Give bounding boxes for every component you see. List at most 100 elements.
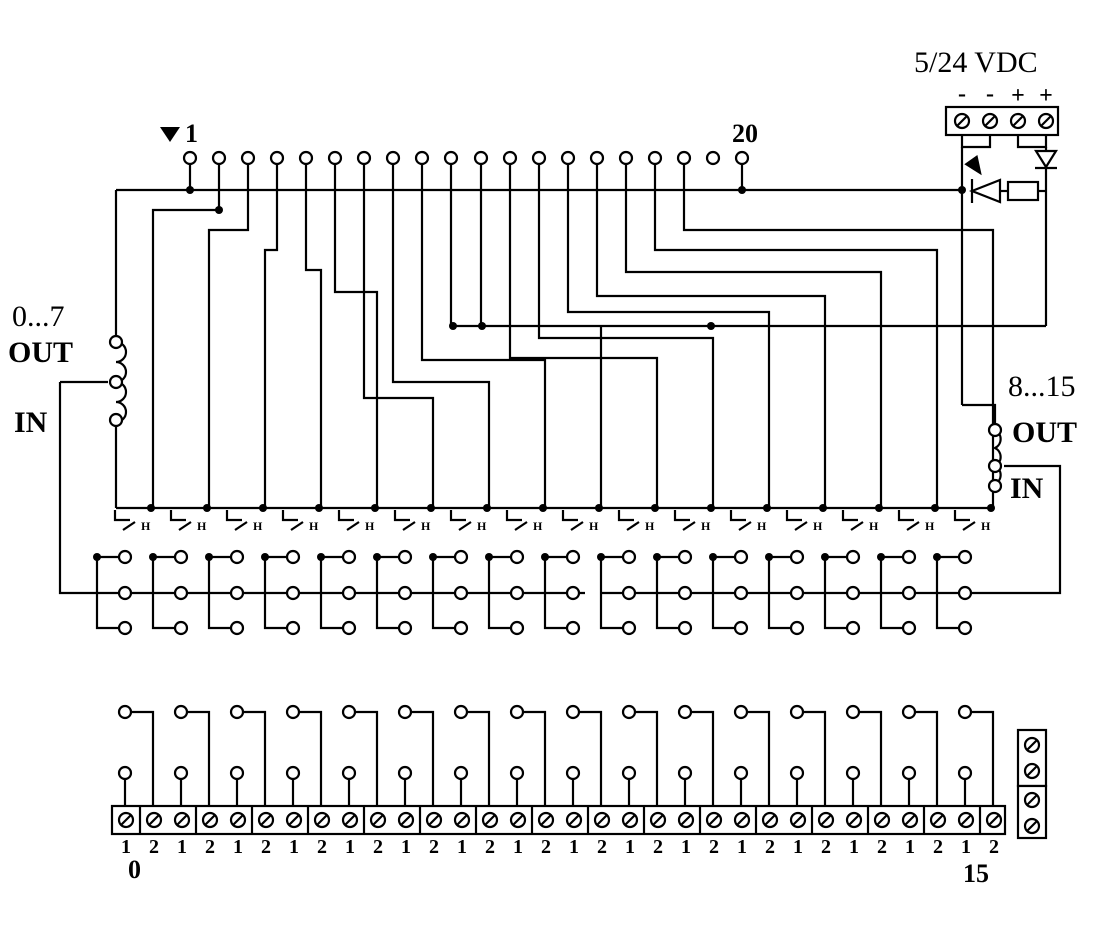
wire bbox=[346, 521, 360, 531]
terminal bbox=[285, 704, 301, 720]
terminal bbox=[397, 620, 413, 636]
group-b-range-label: 8...15 bbox=[1008, 370, 1076, 403]
terminal-pin-label: 1 bbox=[569, 836, 579, 858]
terminal-pin-label: 1 bbox=[121, 836, 131, 858]
wire bbox=[281, 510, 298, 522]
terminal bbox=[901, 704, 917, 720]
status-led-icon bbox=[968, 178, 1002, 204]
wire bbox=[207, 164, 250, 510]
terminal bbox=[565, 765, 581, 781]
junction-dot bbox=[707, 504, 715, 512]
wire bbox=[738, 521, 752, 531]
terminal bbox=[677, 704, 693, 720]
relay-coil-label: H bbox=[309, 519, 319, 533]
wire bbox=[187, 710, 211, 806]
wire bbox=[579, 710, 603, 806]
wire bbox=[859, 710, 883, 806]
terminal-pin-label: 2 bbox=[485, 836, 495, 858]
terminal bbox=[108, 374, 124, 390]
terminal-pin-label: 2 bbox=[765, 836, 775, 858]
junction-dot bbox=[449, 322, 457, 330]
wire bbox=[747, 710, 771, 806]
terminal-screw bbox=[372, 814, 384, 826]
junction-dot bbox=[595, 504, 603, 512]
junction-dot bbox=[597, 553, 605, 561]
junction-dot bbox=[821, 553, 829, 561]
terminal bbox=[229, 704, 245, 720]
connector-pin-8 bbox=[385, 150, 401, 166]
connector-pin-14 bbox=[560, 150, 576, 166]
terminal-screw bbox=[232, 814, 244, 826]
junction-dot bbox=[485, 553, 493, 561]
terminal bbox=[453, 620, 469, 636]
terminal bbox=[789, 549, 805, 565]
wire bbox=[420, 164, 547, 510]
wire bbox=[566, 164, 771, 510]
power-supply-block: - - + + bbox=[944, 81, 1060, 405]
terminal bbox=[108, 334, 124, 350]
wire bbox=[682, 164, 995, 510]
connector-pin-17 bbox=[647, 150, 663, 166]
wire bbox=[962, 521, 976, 531]
junction-dot bbox=[429, 553, 437, 561]
wire bbox=[95, 557, 119, 630]
wire bbox=[879, 557, 903, 630]
connector-pin-19 bbox=[705, 150, 721, 166]
terminal bbox=[957, 704, 973, 720]
terminal-pin-label: 2 bbox=[821, 836, 831, 858]
junction-dot bbox=[261, 553, 269, 561]
terminal bbox=[173, 620, 189, 636]
terminal-pin-label: 1 bbox=[905, 836, 915, 858]
terminal-pin-label: 1 bbox=[401, 836, 411, 858]
terminal-screw bbox=[988, 814, 1000, 826]
wire bbox=[971, 710, 995, 806]
terminal bbox=[987, 422, 1003, 438]
connector-pin-11 bbox=[473, 150, 489, 166]
terminal-screw bbox=[568, 814, 580, 826]
wire bbox=[897, 510, 914, 522]
terminal bbox=[987, 478, 1003, 494]
terminal-pin-label: 2 bbox=[205, 836, 215, 858]
terminal bbox=[229, 585, 245, 601]
terminal bbox=[117, 620, 133, 636]
terminal-screw bbox=[960, 814, 972, 826]
terminal bbox=[845, 620, 861, 636]
wire bbox=[601, 464, 1062, 595]
relay-coil-label: H bbox=[813, 519, 823, 533]
group-b-in-label: IN bbox=[1010, 472, 1044, 505]
terminal bbox=[117, 765, 133, 781]
wire bbox=[458, 521, 472, 531]
terminal bbox=[957, 585, 973, 601]
terminal-screw bbox=[820, 814, 832, 826]
terminal-screw bbox=[484, 814, 496, 826]
terminal-screw bbox=[428, 814, 440, 826]
channel-last-label: 15 bbox=[963, 859, 989, 888]
connector-pin-7 bbox=[356, 150, 372, 166]
terminal-pin-label: 2 bbox=[317, 836, 327, 858]
relay-coil-label: H bbox=[141, 519, 151, 533]
relay-coil-label: H bbox=[925, 519, 935, 533]
wire bbox=[178, 521, 192, 531]
junction-dot bbox=[987, 504, 995, 512]
terminal bbox=[845, 549, 861, 565]
wire bbox=[113, 510, 130, 522]
wire bbox=[906, 521, 920, 531]
junction-dot bbox=[483, 504, 491, 512]
terminal-screw bbox=[176, 814, 188, 826]
wire bbox=[151, 164, 221, 510]
wire bbox=[514, 521, 528, 531]
terminal bbox=[789, 585, 805, 601]
wire bbox=[299, 710, 323, 806]
junction-dot bbox=[709, 553, 717, 561]
led-light-icon bbox=[964, 155, 982, 176]
wire bbox=[953, 510, 970, 522]
wire bbox=[58, 382, 585, 595]
terminal bbox=[117, 585, 133, 601]
terminal-pin-label: 1 bbox=[177, 836, 187, 858]
terminal-screw bbox=[540, 814, 552, 826]
wire bbox=[624, 164, 883, 510]
wire bbox=[508, 164, 659, 510]
group-b-coil-icon bbox=[992, 429, 1002, 485]
